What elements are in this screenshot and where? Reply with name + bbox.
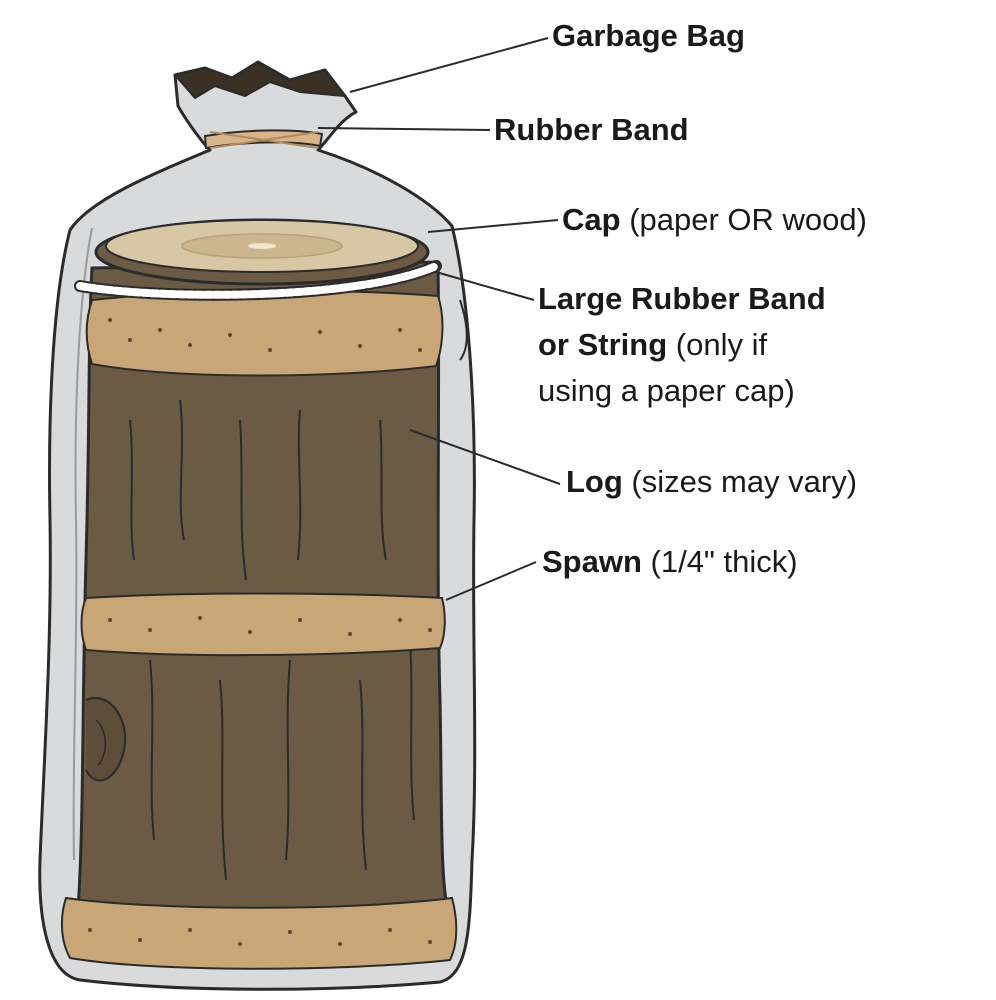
- label-cap-note: (paper OR wood): [621, 202, 867, 237]
- label-log: Log (sizes may vary): [566, 460, 857, 504]
- label-large-rubber-band: Large Rubber Band or String (only if usi…: [538, 276, 826, 414]
- cap: [96, 220, 428, 284]
- spawn-layer-bottom: [62, 898, 456, 969]
- label-large-band-line2-bold: or String: [538, 327, 667, 362]
- label-garbage-bag: Garbage Bag: [552, 14, 745, 58]
- spawn-layer-top: [87, 291, 443, 375]
- label-rubber-band: Rubber Band: [494, 108, 689, 152]
- label-cap: Cap (paper OR wood): [562, 198, 867, 242]
- label-spawn: Spawn (1/4" thick): [542, 540, 798, 584]
- label-spawn-note: (1/4" thick): [642, 544, 798, 579]
- label-log-title: Log: [566, 464, 623, 499]
- label-rubber-band-title: Rubber Band: [494, 112, 689, 147]
- label-large-band-line3: using a paper cap): [538, 373, 795, 408]
- label-large-band-line1: Large Rubber Band: [538, 281, 826, 316]
- label-cap-title: Cap: [562, 202, 621, 237]
- label-garbage-bag-title: Garbage Bag: [552, 18, 745, 53]
- label-log-note: (sizes may vary): [623, 464, 857, 499]
- label-large-band-line2-note: (only if: [667, 327, 767, 362]
- spawn-layer-middle: [82, 594, 445, 656]
- label-spawn-title: Spawn: [542, 544, 642, 579]
